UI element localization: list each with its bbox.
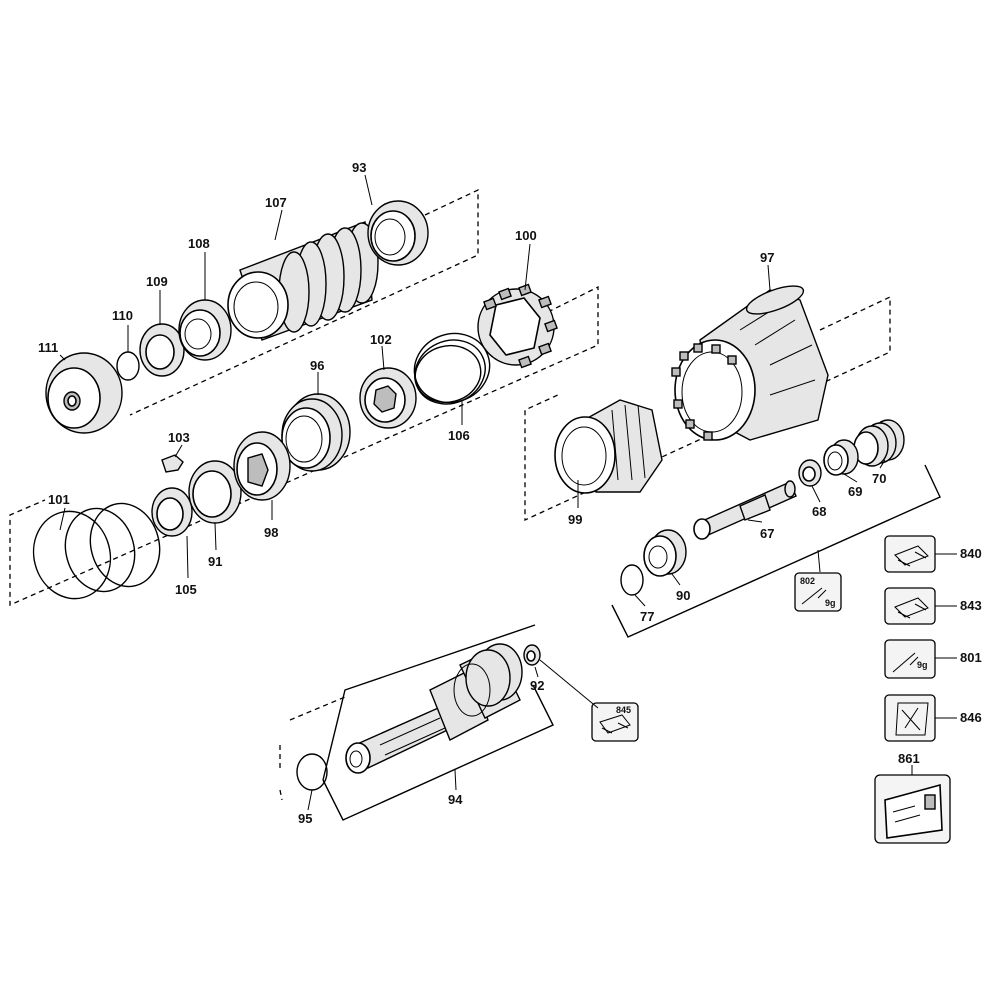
part-96-spring-collar[interactable] — [281, 393, 351, 472]
part-105-washer[interactable] — [151, 487, 193, 537]
kit-box-801[interactable] — [884, 639, 936, 679]
callout-90: 90 — [676, 588, 690, 603]
callout-68: 68 — [812, 504, 826, 519]
part-95-o-ring[interactable] — [296, 753, 328, 791]
callout-93: 93 — [352, 160, 366, 175]
callout-106: 106 — [448, 428, 470, 443]
part-93-seal-ring[interactable] — [367, 200, 429, 266]
callout-labels: 93 107 108 109 110 111 100 97 102 96 106… — [38, 160, 982, 826]
callout-77: 77 — [640, 609, 654, 624]
callout-91: 91 — [208, 554, 222, 569]
callout-67: 67 — [760, 526, 774, 541]
callout-102: 102 — [370, 332, 392, 347]
part-101-springs[interactable] — [24, 496, 169, 608]
part-107-bellows-sleeve[interactable] — [227, 221, 379, 341]
callout-801: 801 — [960, 650, 982, 665]
callout-840: 840 — [960, 546, 982, 561]
callout-110: 110 — [112, 308, 133, 323]
part-94-spindle[interactable] — [345, 643, 523, 774]
kit-box-846[interactable] — [884, 694, 936, 742]
part-108-bearing[interactable] — [178, 299, 232, 361]
part-68-washer[interactable] — [798, 459, 822, 487]
kit-box-840[interactable] — [884, 535, 936, 573]
callout-109: 109 — [146, 274, 168, 289]
part-103-locking-ball[interactable] — [161, 454, 184, 473]
callout-861: 861 — [898, 751, 920, 766]
kit-box-843[interactable] — [884, 587, 936, 625]
callout-802: 802 — [800, 576, 815, 586]
leader-lines — [59, 174, 886, 811]
part-67-striker[interactable] — [693, 480, 797, 540]
callout-108: 108 — [188, 236, 210, 251]
weight-802: 9g — [825, 598, 836, 608]
part-102-hex-nut[interactable] — [359, 367, 417, 429]
part-97-gear-housing[interactable] — [671, 280, 829, 441]
callout-96: 96 — [310, 358, 324, 373]
callout-70: 70 — [872, 471, 886, 486]
callout-97: 97 — [760, 250, 774, 265]
callout-94: 94 — [448, 792, 463, 807]
callout-103: 103 — [168, 430, 190, 445]
part-111-front-cap[interactable] — [45, 352, 123, 434]
kit-box-861[interactable] — [874, 774, 951, 844]
part-90-sleeve[interactable] — [643, 529, 687, 577]
callout-843: 843 — [960, 598, 982, 613]
kit-box-802[interactable] — [794, 572, 842, 612]
callout-99: 99 — [568, 512, 582, 527]
part-69-bushing[interactable] — [823, 439, 859, 476]
part-91-ring[interactable] — [188, 460, 242, 524]
callout-101: 101 — [48, 492, 70, 507]
part-110-retaining-ring[interactable] — [116, 351, 140, 381]
callout-111: 111 — [38, 340, 58, 355]
part-70-spring[interactable] — [853, 419, 905, 467]
weight-801: 9g — [917, 660, 928, 670]
callout-845: 845 — [616, 705, 631, 715]
callout-100: 100 — [515, 228, 537, 243]
leader-845 — [539, 659, 599, 709]
part-92-washer[interactable] — [523, 644, 541, 666]
part-94-spindle-bracket — [322, 624, 554, 821]
part-100-clutch-ring[interactable] — [477, 283, 558, 369]
callout-95: 95 — [298, 811, 312, 826]
callout-107: 107 — [265, 195, 287, 210]
kit-box-845[interactable] — [591, 702, 639, 742]
part-98-guide-sleeve[interactable] — [233, 431, 291, 501]
callout-846: 846 — [960, 710, 982, 725]
part-99-clutch-cage[interactable] — [554, 399, 663, 494]
kit-bracket-lower-right — [611, 464, 941, 638]
callout-98: 98 — [264, 525, 278, 540]
part-106-wave-spring[interactable] — [404, 323, 499, 415]
part-77-o-ring[interactable] — [620, 564, 644, 596]
part-109-washer[interactable] — [139, 323, 185, 377]
callout-105: 105 — [175, 582, 197, 597]
callout-92: 92 — [530, 678, 544, 693]
callout-69: 69 — [848, 484, 862, 499]
